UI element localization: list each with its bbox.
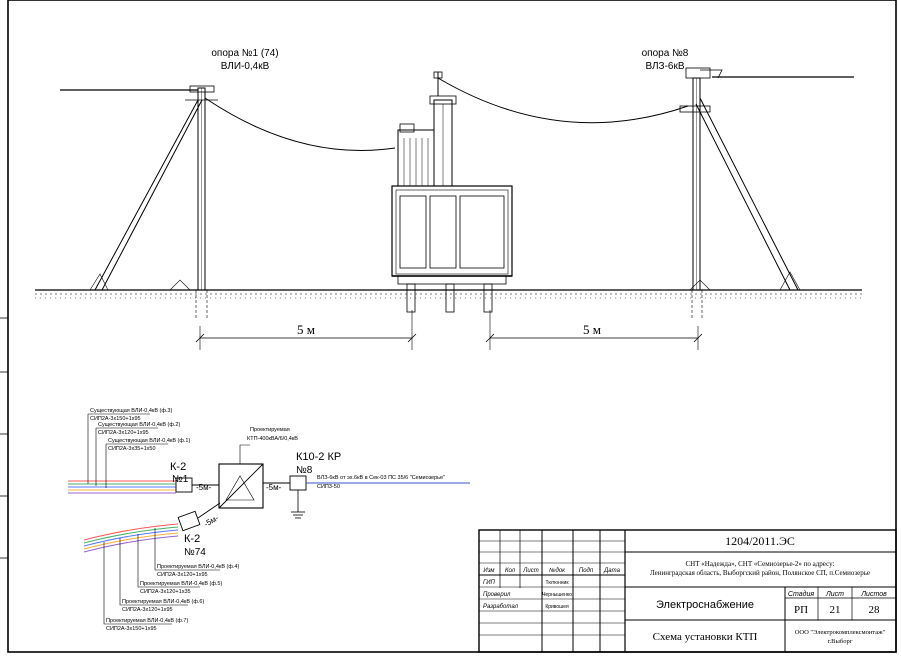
section-title: Электроснабжение xyxy=(656,599,754,611)
k2-bottom-box xyxy=(177,510,201,532)
projected-cable-6: СИП2А-3х120+1х95 xyxy=(122,607,173,613)
ktp-label-2: КТП-400кВА/6/0,4кВ xyxy=(247,436,298,442)
existing-cable-1: СИП2А-3х35+1х50 xyxy=(108,446,156,452)
right-pole-title: опора №8 xyxy=(642,48,689,59)
role-developed: Разработал xyxy=(483,604,519,610)
distance-2: -5м- xyxy=(266,483,282,492)
k2-bottom-num: №74 xyxy=(184,547,206,558)
existing-cable-3: СИП2А-3х150+1х95 xyxy=(90,416,141,422)
existing-line-1: Существующая ВЛИ-0,4кВ (ф.1) xyxy=(108,438,190,444)
right-pole xyxy=(679,67,854,320)
header-izm: Изм xyxy=(483,568,494,574)
ground-line xyxy=(35,271,862,299)
projected-line-4: Проектируемая ВЛИ-0,4кВ (ф.4) xyxy=(157,564,239,570)
sheet-label: Лист xyxy=(825,591,844,598)
name-checked: Чернышенко xyxy=(542,592,572,598)
sheets-value: 28 xyxy=(869,604,881,616)
role-checked: Проверил xyxy=(483,592,511,598)
project-desc-2: Ленинградская область, Выборгский район,… xyxy=(650,569,870,577)
name-developed: Кривошея xyxy=(545,604,569,610)
k2-bottom-label: К-2 xyxy=(184,533,200,545)
k10-label: К10-2 КР xyxy=(296,451,341,463)
stage-label: Стадия xyxy=(788,590,814,598)
vlz-line-label: ВЛЗ-6кВ от эх.6кВ в Сек-03 ПС 35/6 "Семи… xyxy=(317,475,445,481)
projected-line-7: Проектируемая ВЛИ-0,4кВ (ф.7) xyxy=(106,618,188,624)
drawing-frame xyxy=(7,0,897,653)
distance-3: -5м- xyxy=(203,513,221,529)
elevation-view: 5 м 5 м опора №1 (74) ВЛИ-0,4кВ опора №8… xyxy=(35,48,862,350)
sheet-title: Схема установки КТП xyxy=(653,631,758,643)
dimension-lines xyxy=(195,310,703,350)
projected-line-5: Проектируемая ВЛИ-0,4кВ (ф.5) xyxy=(140,581,222,587)
single-line-scheme: Существующая ВЛИ-0,4кВ (ф.3) СИП2А-3х150… xyxy=(68,408,470,632)
vlz-cable-label: СИП3-50 xyxy=(317,484,340,490)
ktp-substation xyxy=(391,71,513,313)
left-span-wire xyxy=(204,97,396,151)
projected-line-6: Проектируемая ВЛИ-0,4кВ (ф.6) xyxy=(122,599,204,605)
ktp-symbol xyxy=(218,463,264,509)
company-city: г.Выборг xyxy=(828,638,853,645)
k10-num: №8 xyxy=(296,465,313,476)
document-code: 1204/2011.ЭС xyxy=(725,534,795,548)
header-kol: Кол xyxy=(505,568,516,574)
left-pole-subtitle: ВЛИ-0,4кВ xyxy=(221,61,270,72)
header-podp: Подп xyxy=(579,568,594,574)
dimension-right: 5 м xyxy=(583,322,601,337)
projected-cable-5: СИП2А-3х120+1х35 xyxy=(140,589,191,595)
right-span-wire xyxy=(437,77,689,124)
distance-1: -5м- xyxy=(196,483,212,492)
k2-top-label: К-2 xyxy=(170,461,186,473)
header-data: Дата xyxy=(603,568,620,574)
existing-line-2: Существующая ВЛИ-0,4кВ (ф.2) xyxy=(98,422,180,428)
existing-cable-2: СИП2А-3х120+1х95 xyxy=(98,430,149,436)
stage-value: РП xyxy=(794,604,808,616)
header-doc: №док xyxy=(549,567,566,574)
title-block: 1204/2011.ЭС СНТ «Надежда», СНТ «Семиозе… xyxy=(478,529,897,653)
right-pole-subtitle: ВЛЗ-6кВ xyxy=(645,61,684,72)
ktp-label-1: Проектируемая xyxy=(250,427,290,433)
left-pole xyxy=(60,85,218,320)
k10-box xyxy=(289,475,307,491)
existing-line-3: Существующая ВЛИ-0,4кВ (ф.3) xyxy=(90,408,172,414)
name-gip: Тютюнник xyxy=(545,580,569,586)
header-list: Лист xyxy=(522,568,538,574)
project-desc-1: СНТ «Надежда», СНТ «Семиозерье-2» по адр… xyxy=(686,560,835,568)
sheet-value: 21 xyxy=(830,604,841,616)
left-pole-title: опора №1 (74) xyxy=(211,48,278,59)
projected-cable-7: СИП2А-3х150+1х95 xyxy=(106,626,157,632)
dimension-left: 5 м xyxy=(297,322,315,337)
sheets-label: Листов xyxy=(860,591,887,598)
projected-cable-4: СИП2А-3х120+1х95 xyxy=(157,572,208,578)
role-gip: ГИП xyxy=(483,580,496,586)
company-name: ООО "Электрокомплексмонтаж" xyxy=(795,629,886,636)
k2-top-num: №1 xyxy=(172,474,189,485)
